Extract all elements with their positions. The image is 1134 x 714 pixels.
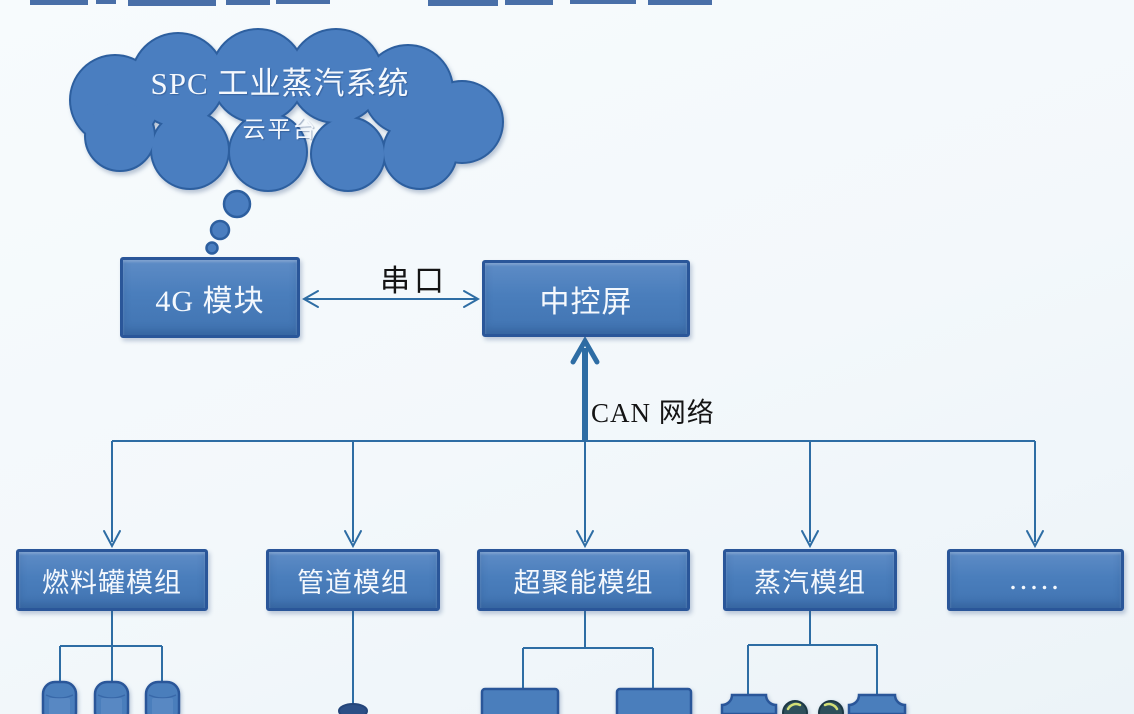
module-box-fuel-tank: 燃料罐模组 xyxy=(16,549,208,611)
fuel-tank-icons xyxy=(41,680,181,714)
cloud-title: SPC 工业蒸汽系统 云平台 xyxy=(110,58,450,144)
node-central-screen: 中控屏 xyxy=(482,260,690,337)
thought-bubbles-icon xyxy=(205,189,252,255)
gauge-icon xyxy=(818,700,844,714)
steam-unit-badge-icon xyxy=(720,693,778,714)
serial-link-arrow xyxy=(301,290,481,308)
serial-port-label: 串口 xyxy=(380,265,448,298)
pipeline-branch xyxy=(338,611,368,714)
module-box-pipeline: 管道模组 xyxy=(266,549,440,611)
fuel-tank-branch xyxy=(41,611,181,714)
module-label: 超聚能模组 xyxy=(513,567,654,598)
module-label: ..... xyxy=(1009,563,1062,596)
steam-branch xyxy=(720,611,907,714)
module-label: 蒸汽模组 xyxy=(754,567,866,598)
pipe-endpoint-icon xyxy=(338,703,368,714)
node-4g-module: 4G 模块 xyxy=(120,257,300,338)
module-box-steam: 蒸汽模组 xyxy=(723,549,897,611)
cloud-title-line2: 云平台 xyxy=(242,117,318,142)
energy-unit-box xyxy=(480,687,560,714)
cloud-title-line1: SPC 工业蒸汽系统 xyxy=(150,66,410,101)
super-energy-branch xyxy=(480,611,693,714)
module-label: 燃料罐模组 xyxy=(42,567,182,598)
can-network-label: CAN 网络 xyxy=(591,398,715,428)
module-label: 管道模组 xyxy=(297,567,409,598)
node-central-screen-label: 中控屏 xyxy=(539,285,633,319)
cropped-top-fragments xyxy=(30,0,712,6)
cloud-icon xyxy=(69,28,504,192)
can-bus-arrow xyxy=(570,335,600,441)
module-box-super-energy: 超聚能模组 xyxy=(477,549,690,611)
can-bus-lines xyxy=(103,440,1044,549)
node-4g-module-label: 4G 模块 xyxy=(155,284,265,318)
module-box-more: ..... xyxy=(947,549,1124,611)
steam-unit-badge-icon xyxy=(847,693,907,714)
energy-unit-box xyxy=(615,687,693,714)
